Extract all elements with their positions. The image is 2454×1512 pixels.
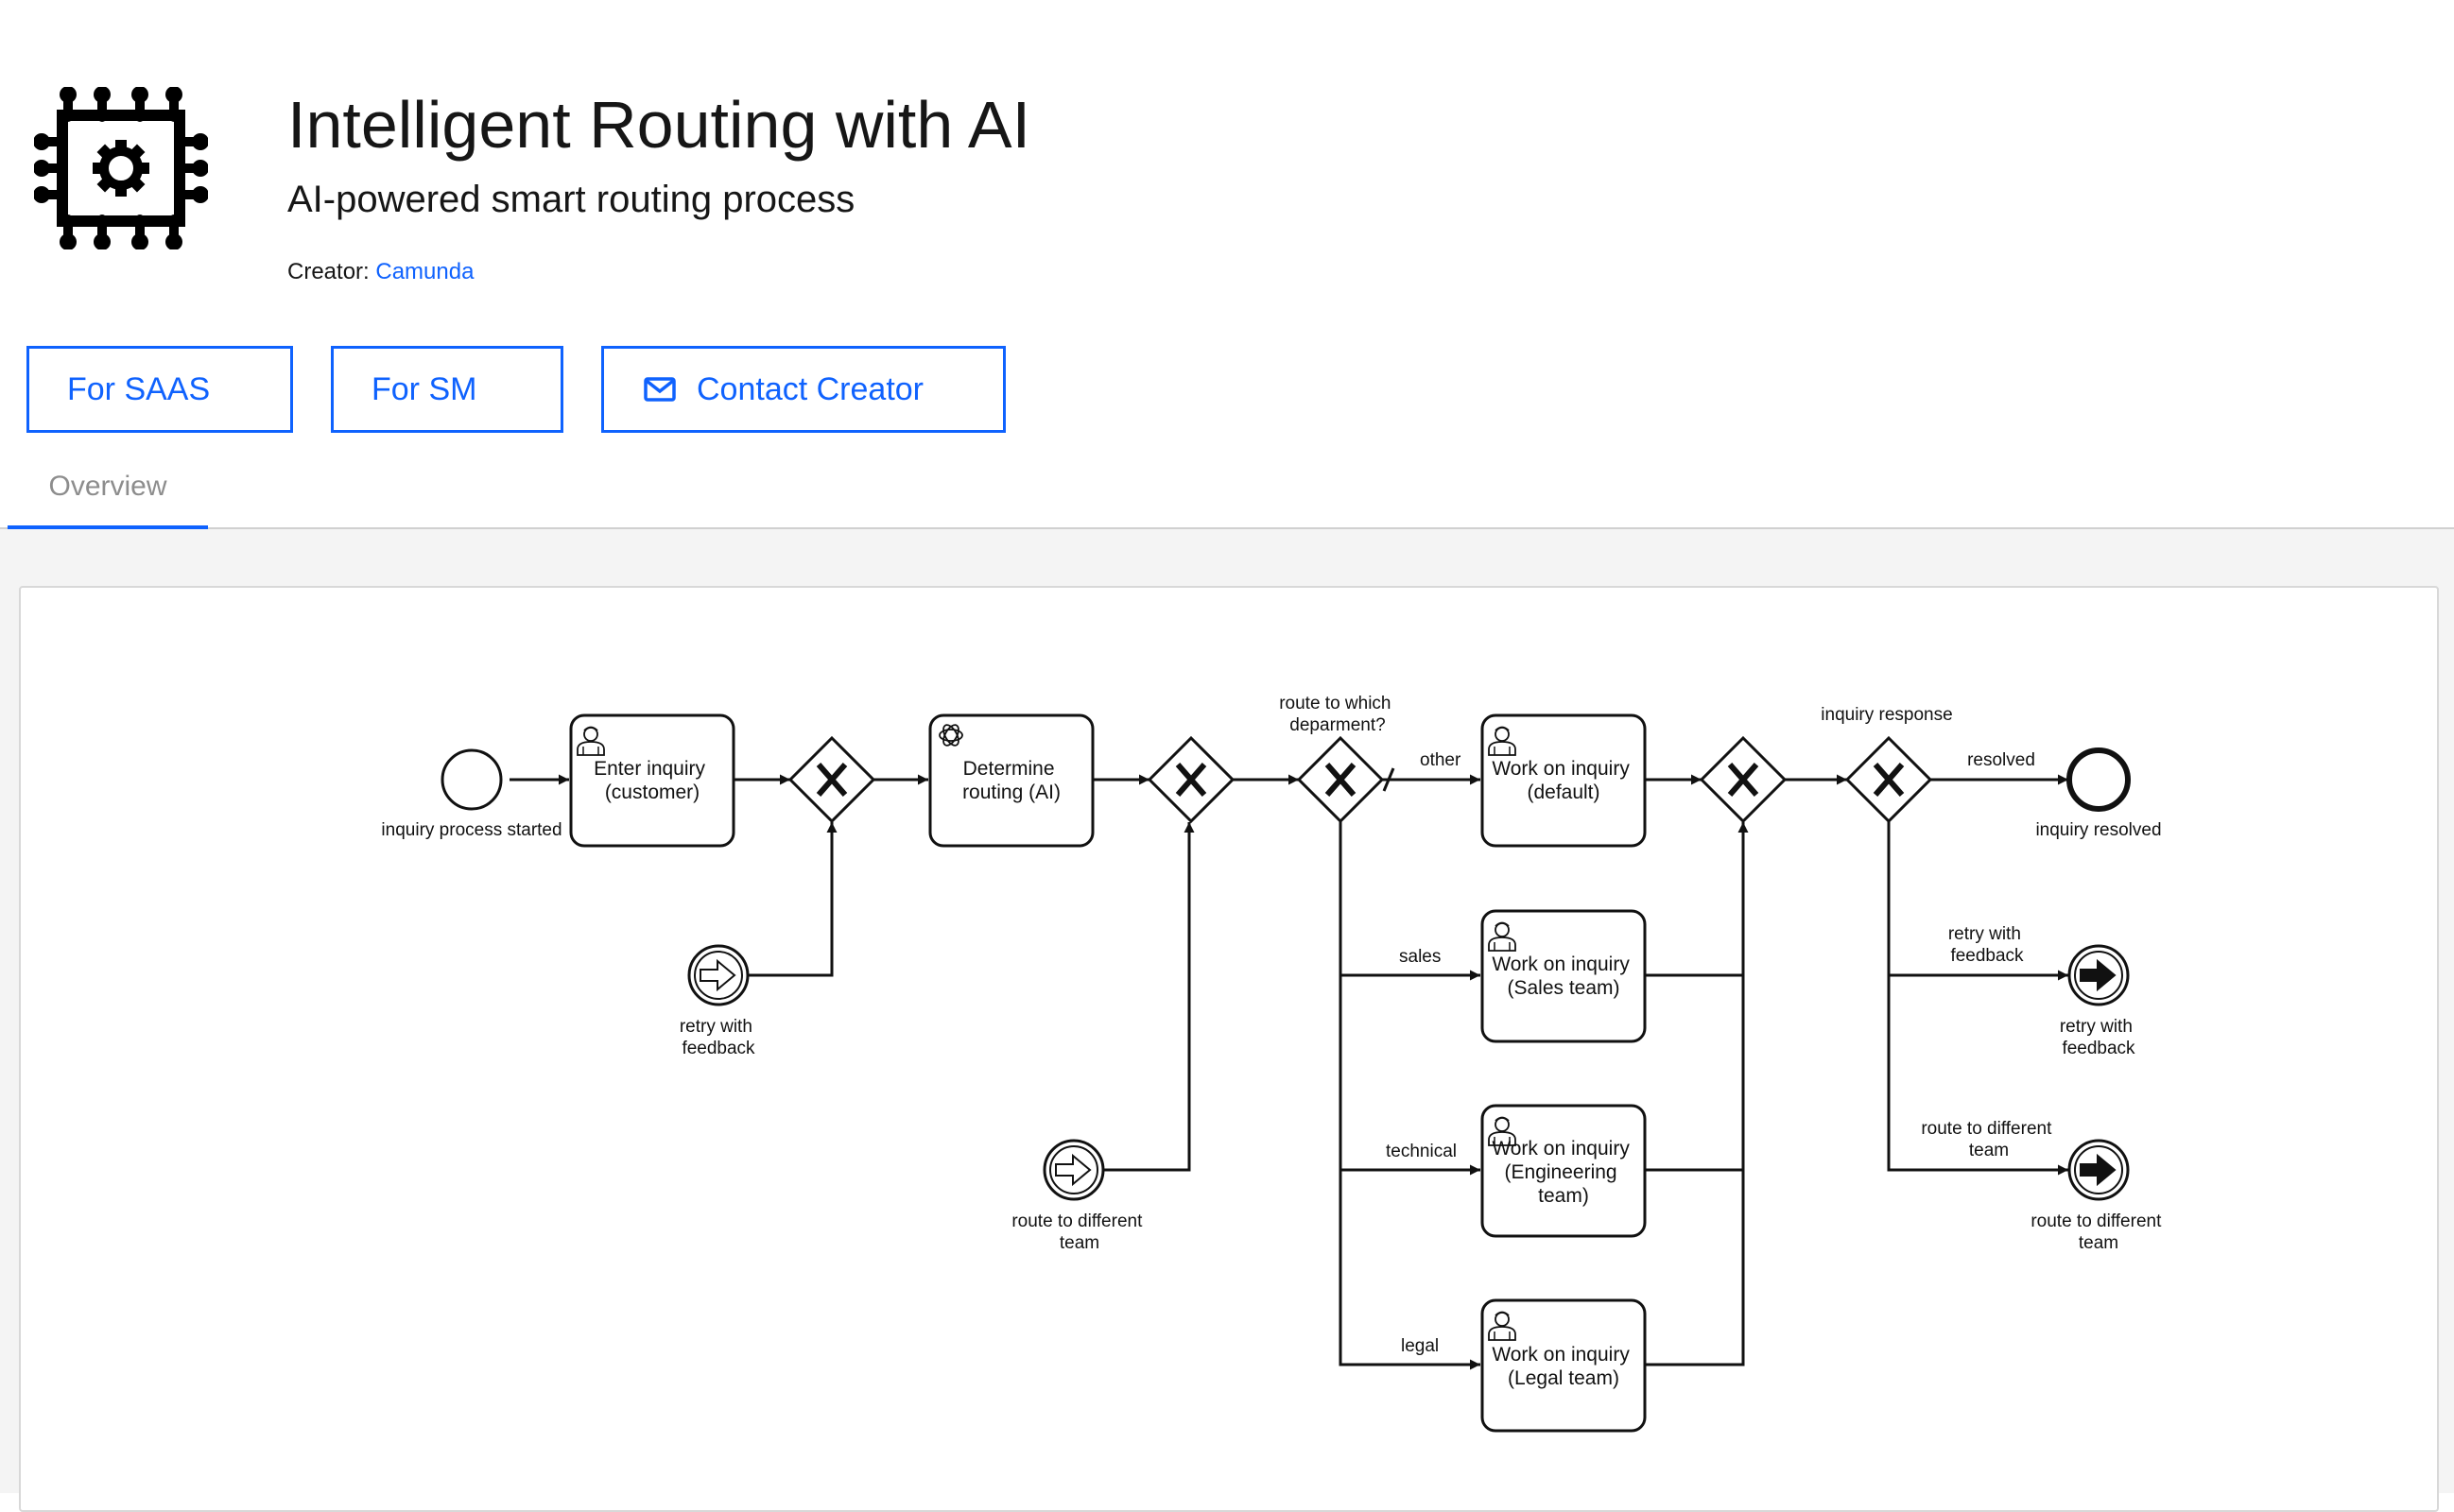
task-determine-routing[interactable] — [928, 713, 1095, 848]
task-work-default-label-2: (default) — [1527, 782, 1599, 803]
exclusive-gateway-x-icon — [1175, 763, 1207, 797]
link-throw-route[interactable] — [2067, 1139, 2130, 1201]
link-catch-retry[interactable] — [687, 944, 750, 1006]
task-work-legal[interactable] — [1480, 1298, 1647, 1433]
diagram-canvas-area: inquiry process started Enter inquiry (c… — [0, 529, 2454, 1512]
flow-label-technical: technical — [1386, 1142, 1457, 1161]
flow-label-retry-2: feedback — [1950, 946, 2024, 966]
svg-text:route to different tea: route to different team — [2031, 1211, 2166, 1253]
contact-creator-button[interactable]: Contact Creator — [601, 346, 1006, 433]
gateway-join[interactable] — [1699, 735, 1788, 824]
svg-text:Work on inquiry (Sales: Work on inquiry (Sales team) — [1492, 954, 1634, 999]
svg-text:Work on inquiry (Legal: Work on inquiry (Legal team) — [1492, 1344, 1634, 1389]
tab-overview[interactable]: Overview — [8, 448, 208, 529]
svg-text:retry with feedback: retry with feedback — [2060, 1017, 2137, 1058]
task-work-legal-label-1: Work on inquiry — [1492, 1344, 1630, 1366]
svg-text:route to different tea: route to different team — [1011, 1211, 1147, 1253]
link-throw-route-label-2: team — [2079, 1233, 2118, 1253]
svg-text:Enter inquiry (custome: Enter inquiry (customer) — [594, 758, 711, 803]
task-enter-inquiry-label-2: (customer) — [605, 782, 700, 803]
task-work-default-label-1: Work on inquiry — [1492, 758, 1630, 780]
tab-bar: Overview — [0, 448, 2454, 529]
link-catch-retry-label-2: feedback — [682, 1039, 755, 1058]
link-throw-arrow-icon — [2080, 1153, 2117, 1187]
link-catch-route-label-2: team — [1060, 1233, 1099, 1253]
flow-label-resolved: resolved — [1967, 750, 2035, 770]
start-event[interactable] — [441, 748, 503, 811]
end-event-resolved-label: inquiry resolved — [2035, 820, 2161, 840]
flow-label-route-1: route to different — [1921, 1119, 2052, 1139]
flow-label-sales: sales — [1399, 947, 1441, 967]
task-determine-routing-label-2: routing (AI) — [962, 782, 1061, 803]
task-work-engineering-label-1: Work on inquiry — [1492, 1138, 1630, 1160]
gateway-inquiry-response-label: inquiry response — [1821, 705, 1952, 725]
link-catch-route[interactable] — [1043, 1139, 1105, 1201]
creator-link[interactable]: Camunda — [375, 259, 475, 284]
mail-icon — [644, 377, 676, 402]
creator-line: Creator: Camunda — [287, 257, 474, 287]
gateway-department-label-1: route to which — [1279, 694, 1391, 713]
openai-icon — [939, 724, 963, 747]
ai-chip-gear-icon — [33, 86, 209, 250]
task-work-sales-label-1: Work on inquiry — [1492, 954, 1630, 975]
svg-text:Work on inquiry (defau: Work on inquiry (default) — [1492, 758, 1634, 803]
link-throw-retry[interactable] — [2067, 944, 2130, 1006]
end-event-resolved[interactable] — [2066, 747, 2131, 812]
task-work-sales[interactable] — [1480, 909, 1647, 1043]
svg-text:route to which deparme: route to which deparment? — [1279, 694, 1396, 735]
task-work-sales-label-2: (Sales team) — [1507, 977, 1619, 999]
link-catch-arrow-icon — [1055, 1153, 1092, 1187]
task-determine-routing-label-1: Determine — [963, 758, 1055, 780]
for-saas-button[interactable]: For SAAS — [26, 346, 293, 433]
flow-label-legal: legal — [1401, 1336, 1439, 1356]
page-title: Intelligent Routing with AI — [287, 88, 1031, 162]
flow-label-route-2: team — [1969, 1141, 2009, 1160]
task-work-engineering-label-3: team) — [1538, 1185, 1589, 1207]
for-sm-button[interactable]: For SM — [331, 346, 563, 433]
svg-text:Determine routing (AI): Determine routing (AI) — [962, 758, 1061, 803]
link-catch-retry-label-1: retry with — [680, 1017, 752, 1037]
link-throw-route-label-1: route to different — [2031, 1211, 2162, 1231]
gateway-department-label-2: deparment? — [1289, 715, 1385, 735]
svg-text:retry with feedback: retry with feedback — [680, 1017, 757, 1058]
svg-text:route to different tea: route to different team — [1921, 1119, 2056, 1160]
task-enter-inquiry[interactable] — [569, 713, 735, 848]
link-throw-retry-label-2: feedback — [2062, 1039, 2135, 1058]
gateway-inquiry-response[interactable] — [1844, 735, 1933, 824]
gateway-merge-1[interactable] — [787, 735, 876, 824]
link-throw-arrow-icon — [2080, 958, 2117, 992]
start-event-label: inquiry process started — [381, 820, 562, 840]
creator-label: Creator: — [287, 259, 370, 284]
exclusive-gateway-x-icon — [1727, 763, 1759, 797]
svg-text:Work on inquiry (Engin: Work on inquiry (Engineering team) — [1492, 1138, 1634, 1207]
exclusive-gateway-x-icon — [816, 763, 848, 797]
page-subtitle: AI-powered smart routing process — [287, 179, 855, 220]
link-catch-route-label-1: route to different — [1011, 1211, 1143, 1231]
flow-label-retry-1: retry with — [1948, 924, 2021, 944]
task-work-default[interactable] — [1480, 713, 1647, 848]
contact-creator-label: Contact Creator — [697, 370, 924, 407]
bpmn-diagram[interactable]: inquiry process started Enter inquiry (c… — [19, 586, 2439, 1512]
task-work-legal-label-2: (Legal team) — [1508, 1367, 1619, 1389]
link-catch-arrow-icon — [700, 958, 736, 992]
link-throw-retry-label-1: retry with — [2060, 1017, 2133, 1037]
task-work-engineering[interactable] — [1480, 1104, 1647, 1238]
task-work-engineering-label-2: (Engineering — [1505, 1161, 1617, 1183]
gateway-merge-2[interactable] — [1147, 735, 1236, 824]
exclusive-gateway-x-icon — [1324, 763, 1357, 797]
svg-text:retry with feedback: retry with feedback — [1948, 924, 2026, 966]
gateway-department[interactable] — [1296, 735, 1385, 824]
exclusive-gateway-x-icon — [1873, 763, 1905, 797]
task-enter-inquiry-label-1: Enter inquiry — [594, 758, 705, 780]
flow-label-other: other — [1420, 750, 1461, 770]
